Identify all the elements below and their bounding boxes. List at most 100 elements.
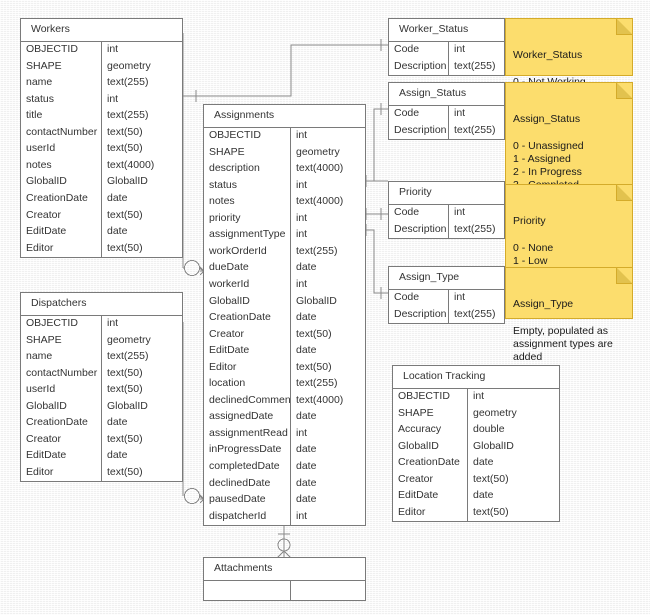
field-name: Code <box>394 206 420 219</box>
entity-attachments[interactable]: Attachments <box>203 557 366 601</box>
entity-title: Location Tracking <box>393 366 559 389</box>
field-type: int <box>290 276 365 294</box>
note-title: Assign_Status <box>513 113 581 126</box>
field-row: Editor text(50) <box>21 464 182 482</box>
field-name: assignmentRead <box>209 426 288 439</box>
field-type: text(255) <box>101 348 182 366</box>
field-type: date <box>290 475 365 492</box>
field-type: int <box>448 105 504 123</box>
field-name: Creator <box>26 432 62 445</box>
field-type: int <box>467 388 559 406</box>
entity-title: Assign_Status <box>389 83 504 106</box>
field-name: EditDate <box>26 225 67 238</box>
field-name: notes <box>26 158 52 171</box>
field-name: Accuracy <box>398 423 442 436</box>
field-type: geometry <box>101 58 182 75</box>
entity-title: Attachments <box>204 558 365 581</box>
field-type: text(255) <box>101 107 182 125</box>
field-name: dispatcherId <box>209 509 267 522</box>
field-name: priority <box>209 211 241 224</box>
field-name: GlobalID <box>26 175 67 188</box>
field-type: int <box>448 41 504 59</box>
field-name: assignmentType <box>209 228 286 241</box>
field-name: name <box>26 76 53 89</box>
field-name: contactNumber <box>26 125 98 138</box>
field-name: Editor <box>398 505 426 518</box>
entity-title: Dispatchers <box>21 293 182 316</box>
field-name: workOrderId <box>209 244 267 257</box>
field-type: text(255) <box>448 221 504 238</box>
field-name: Description <box>394 59 447 72</box>
field-name: contactNumber <box>26 366 98 379</box>
entity-title: Assign_Type <box>389 267 504 290</box>
field-name: SHAPE <box>26 333 62 346</box>
field-type: text(50) <box>101 240 182 257</box>
field-name: Description <box>394 222 447 235</box>
field-type: date <box>290 441 365 459</box>
note-title: Priority <box>513 215 546 228</box>
entity-title: Worker_Status <box>389 19 504 42</box>
field-name: GlobalID <box>26 399 67 412</box>
field-type: text(50) <box>467 471 559 488</box>
field-type: double <box>467 421 559 439</box>
note-worker-status: Worker_Status 0 - Not Working 1 - Workin… <box>505 18 633 114</box>
field-row: inProgressDate date <box>204 441 365 459</box>
field-type: text(255) <box>448 122 504 139</box>
entity-title: Workers <box>21 19 182 42</box>
field-type: date <box>467 454 559 472</box>
field-name: declinedDate <box>209 476 271 489</box>
field-name: status <box>26 92 55 105</box>
field-name: declinedComment <box>209 393 290 406</box>
note-title: Assign_Type <box>513 298 574 311</box>
field-row: SHAPE geometry <box>21 58 182 75</box>
dogear-icon <box>616 18 633 35</box>
field-type: text(50) <box>290 326 365 343</box>
field-name: inProgressDate <box>209 443 282 456</box>
field-name: EditDate <box>209 344 250 357</box>
field-name: Editor <box>26 465 54 478</box>
field-type: date <box>101 414 182 432</box>
field-name: SHAPE <box>26 59 62 72</box>
note-assign-status: Assign_Status 0 - Unassigned 1 - Assigne… <box>505 82 633 231</box>
field-type: text(50) <box>101 464 182 482</box>
